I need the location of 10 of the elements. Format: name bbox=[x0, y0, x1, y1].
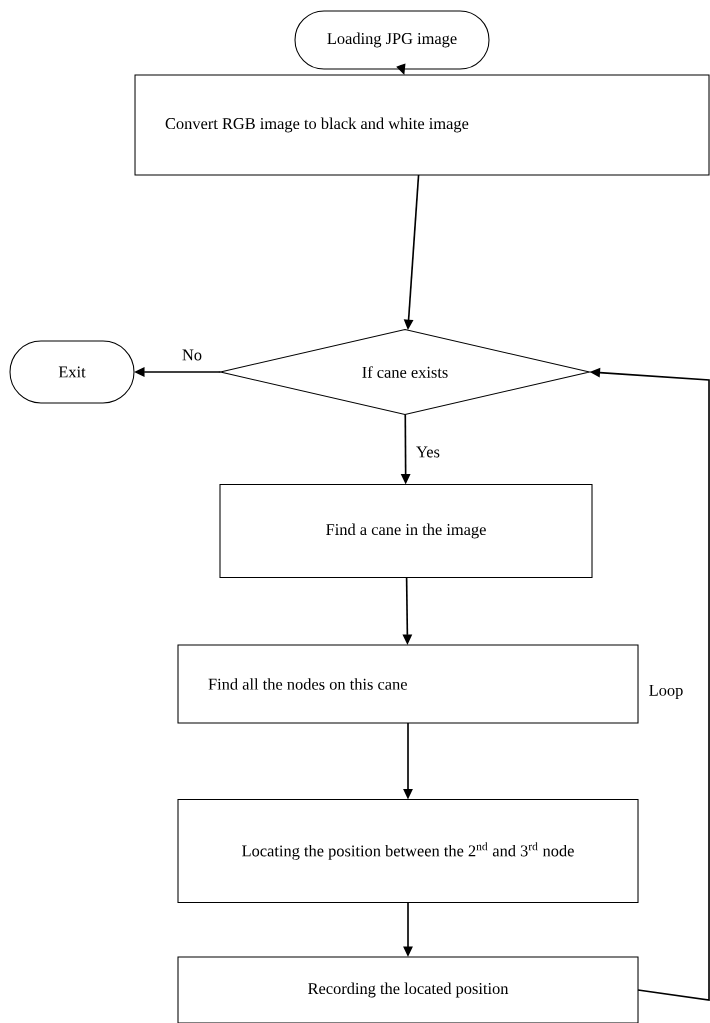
process-box: Recording the located position bbox=[177, 956, 639, 1023]
process-box: Find all the nodes on this cane bbox=[177, 644, 639, 724]
edge-label: No bbox=[182, 349, 202, 361]
process-box: Convert RGB image to black and white image bbox=[134, 74, 710, 176]
process-box: Find a cane in the image bbox=[219, 484, 593, 579]
end-terminal: Exit bbox=[9, 340, 135, 404]
process-box: Locating the position between the 2$^{nd}$ and 3$^{rd}$ node bbox=[177, 799, 639, 904]
start-terminal: Loading JPG image bbox=[294, 10, 490, 70]
edge-label: Yes bbox=[416, 446, 440, 458]
edge-label: Loop bbox=[649, 684, 683, 700]
